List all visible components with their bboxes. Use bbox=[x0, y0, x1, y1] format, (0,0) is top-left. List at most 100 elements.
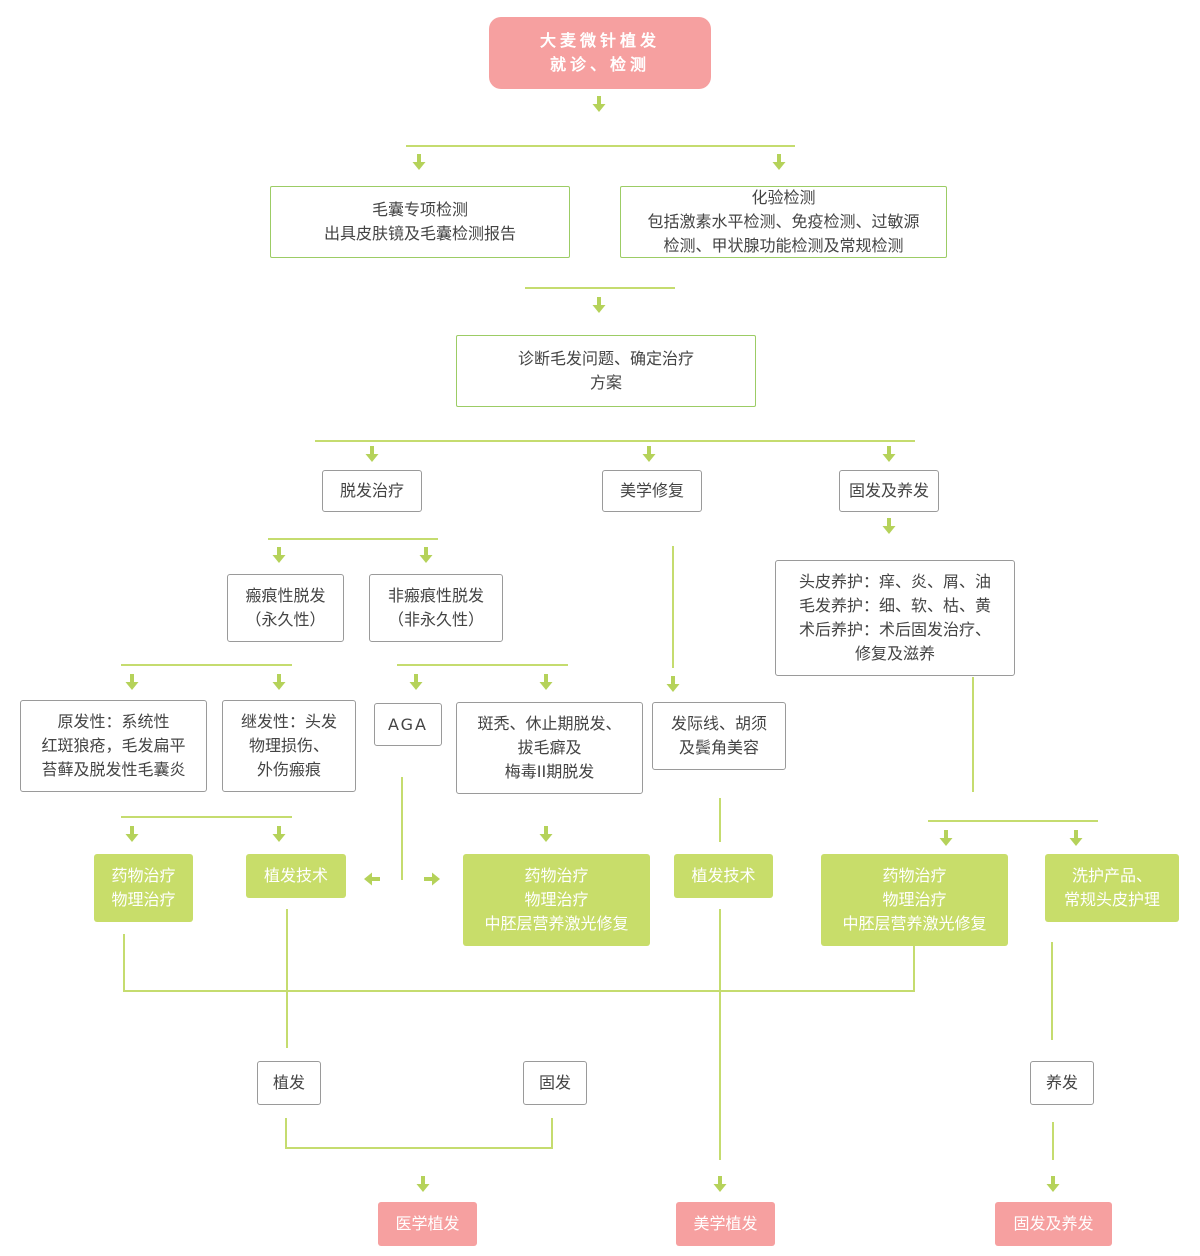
gufa-node: 固发 bbox=[523, 1061, 587, 1105]
primary-line-2: 红斑狼疮，毛发扁平 bbox=[41, 736, 186, 755]
alopecia-types-line-2: 拔毛癖及 bbox=[517, 738, 582, 757]
care-line-3: 术后养护：术后固发治疗、 bbox=[798, 620, 991, 639]
fixing-nourishing-node: 固发及养发 bbox=[839, 470, 939, 512]
medical-transplant-result: 医学植发 bbox=[378, 1202, 477, 1246]
gufa-label: 固发 bbox=[538, 1073, 571, 1092]
medical-transplant-label: 医学植发 bbox=[395, 1214, 460, 1233]
drug-therapy-1-line-1: 药物治疗 bbox=[111, 866, 176, 885]
care-line-1: 头皮养护：痒、炎、屑、油 bbox=[798, 572, 991, 591]
scarring-node: 瘢痕性脱发 （永久性） bbox=[227, 574, 344, 642]
arrow-down-icon-6 bbox=[642, 446, 656, 462]
fix-nourish-result-label: 固发及养发 bbox=[1013, 1214, 1094, 1233]
follicle-test-line-1: 毛囊专项检测 bbox=[371, 200, 468, 219]
fix-nourish-result: 固发及养发 bbox=[995, 1202, 1112, 1246]
arrow-down-icon-16 bbox=[125, 826, 139, 842]
secondary-line-2: 物理损伤、 bbox=[248, 736, 329, 755]
drug-therapy-node-3: 药物治疗物理治疗中胚层营养激光修复 bbox=[821, 854, 1008, 946]
non-scarring-line-2: （非永久性） bbox=[387, 610, 484, 629]
arrow-down-icon-17 bbox=[272, 826, 286, 842]
lab-test-node: 化验检测包括激素水平检测、免疫检测、过敏源检测、甲状腺功能检测及常规检测 bbox=[620, 186, 947, 258]
follicle-test-node: 毛囊专项检测出具皮肤镜及毛囊检测报告 bbox=[270, 186, 570, 258]
start-node: 大麦微针植发就诊、检测 bbox=[489, 17, 711, 89]
arrow-right-icon-2 bbox=[424, 872, 440, 886]
aga-node: AGA bbox=[374, 703, 442, 746]
zhifa-label: 植发 bbox=[272, 1073, 305, 1092]
primary-node: 原发性：系统性红斑狼疮，毛发扁平苔藓及脱发性毛囊炎 bbox=[20, 700, 207, 792]
aesthetic-transplant-label: 美学植发 bbox=[693, 1214, 758, 1233]
lab-test-line-1: 化验检测 bbox=[751, 188, 816, 207]
arrow-down-icon-11 bbox=[125, 674, 139, 690]
lab-test-line-3: 检测、甲状腺功能检测及常规检测 bbox=[663, 236, 904, 255]
start-line-1: 大麦微针植发 bbox=[539, 31, 660, 50]
secondary-line-3: 外伤瘢痕 bbox=[256, 760, 321, 779]
yangfa-node: 养发 bbox=[1030, 1061, 1094, 1105]
drug-therapy-3-line-2: 物理治疗 bbox=[882, 890, 947, 909]
wash-care-line-2: 常规头皮护理 bbox=[1063, 890, 1160, 909]
arrow-down-icon-9 bbox=[272, 547, 286, 563]
drug-therapy-3-line-1: 药物治疗 bbox=[882, 866, 947, 885]
arrow-down-icon-23 bbox=[1046, 1176, 1060, 1192]
non-scarring-line-1: 非瘢痕性脱发 bbox=[387, 586, 484, 605]
secondary-line-1: 继发性：头发 bbox=[240, 712, 337, 731]
drug-therapy-2-line-2: 物理治疗 bbox=[524, 890, 589, 909]
primary-line-3: 苔藓及脱发性毛囊炎 bbox=[41, 760, 186, 779]
drug-therapy-1-line-2: 物理治疗 bbox=[111, 890, 176, 909]
arrow-down-icon-18 bbox=[539, 826, 553, 842]
care-line-4: 修复及滋养 bbox=[854, 644, 935, 663]
hairline-line-1: 发际线、胡须 bbox=[670, 714, 767, 733]
hair-loss-treatment-node: 脱发治疗 bbox=[322, 470, 422, 512]
lab-test-line-2: 包括激素水平检测、免疫检测、过敏源 bbox=[647, 212, 920, 231]
wash-care-line-1: 洗护产品、 bbox=[1071, 866, 1152, 885]
arrow-down-icon-13 bbox=[409, 674, 423, 690]
transplant-technique-node-1: 植发技术 bbox=[246, 854, 346, 898]
drug-therapy-3-line-3: 中胚层营养激光修复 bbox=[842, 914, 987, 933]
yangfa-label: 养发 bbox=[1045, 1073, 1078, 1092]
arrow-down-icon-5 bbox=[365, 446, 379, 462]
drug-therapy-node-2: 药物治疗物理治疗中胚层营养激光修复 bbox=[463, 854, 650, 946]
primary-line-1: 原发性：系统性 bbox=[57, 712, 170, 731]
drug-therapy-2-line-1: 药物治疗 bbox=[524, 866, 589, 885]
alopecia-types-line-3: 梅毒II期脱发 bbox=[504, 762, 595, 781]
arrow-down-icon-20 bbox=[1069, 830, 1083, 846]
transplant-technique-node-2: 植发技术 bbox=[674, 854, 773, 898]
arrow-down-icon-21 bbox=[416, 1176, 430, 1192]
arrow-down-icon-15 bbox=[666, 676, 680, 692]
hairline-node: 发际线、胡须及鬓角美容 bbox=[652, 702, 786, 770]
alopecia-types-line-1: 斑秃、休止期脱发、 bbox=[477, 714, 622, 733]
alopecia-types-node: 斑秃、休止期脱发、拔毛癖及梅毒II期脱发 bbox=[456, 702, 643, 794]
transplant-technique-2-label: 植发技术 bbox=[691, 866, 756, 885]
scarring-line-2: （永久性） bbox=[245, 610, 326, 629]
arrow-left-icon-1 bbox=[364, 872, 380, 886]
arrow-down-icon-4 bbox=[592, 297, 606, 313]
scarring-line-1: 瘢痕性脱发 bbox=[245, 586, 326, 605]
secondary-node: 继发性：头发物理损伤、外伤瘢痕 bbox=[222, 700, 356, 792]
non-scarring-node: 非瘢痕性脱发 （非永久性） bbox=[369, 574, 503, 642]
arrow-down-icon-3 bbox=[772, 154, 786, 170]
drug-therapy-2-line-3: 中胚层营养激光修复 bbox=[484, 914, 629, 933]
aesthetic-repair-node: 美学修复 bbox=[602, 470, 702, 512]
diagnosis-line-2: 方案 bbox=[589, 373, 622, 392]
arrow-down-icon-8 bbox=[882, 518, 896, 534]
arrow-down-icon-7 bbox=[882, 446, 896, 462]
care-line-2: 毛发养护：细、软、枯、黄 bbox=[798, 596, 991, 615]
aesthetic-repair-label: 美学修复 bbox=[619, 481, 684, 500]
diagnosis-line-1: 诊断毛发问题、确定治疗 bbox=[517, 349, 694, 368]
arrow-down-icon-14 bbox=[539, 674, 553, 690]
fixing-nourishing-label: 固发及养发 bbox=[848, 481, 929, 500]
drug-therapy-node-1: 药物治疗物理治疗 bbox=[94, 854, 193, 922]
arrow-down-icon-22 bbox=[713, 1176, 727, 1192]
hair-loss-treatment-label: 脱发治疗 bbox=[339, 481, 404, 500]
aesthetic-transplant-result: 美学植发 bbox=[676, 1202, 775, 1246]
arrow-down-icon-19 bbox=[939, 830, 953, 846]
arrow-down-icon-1 bbox=[592, 96, 606, 112]
transplant-technique-1-label: 植发技术 bbox=[263, 866, 328, 885]
arrow-down-icon-12 bbox=[272, 674, 286, 690]
aga-label: AGA bbox=[387, 714, 428, 734]
hairline-line-2: 及鬓角美容 bbox=[678, 738, 759, 757]
zhifa-node: 植发 bbox=[257, 1061, 321, 1105]
diagnosis-node: 诊断毛发问题、确定治疗方案 bbox=[456, 335, 756, 407]
arrow-down-icon-10 bbox=[419, 547, 433, 563]
arrow-down-icon-2 bbox=[412, 154, 426, 170]
start-line-2: 就诊、检测 bbox=[549, 55, 650, 74]
